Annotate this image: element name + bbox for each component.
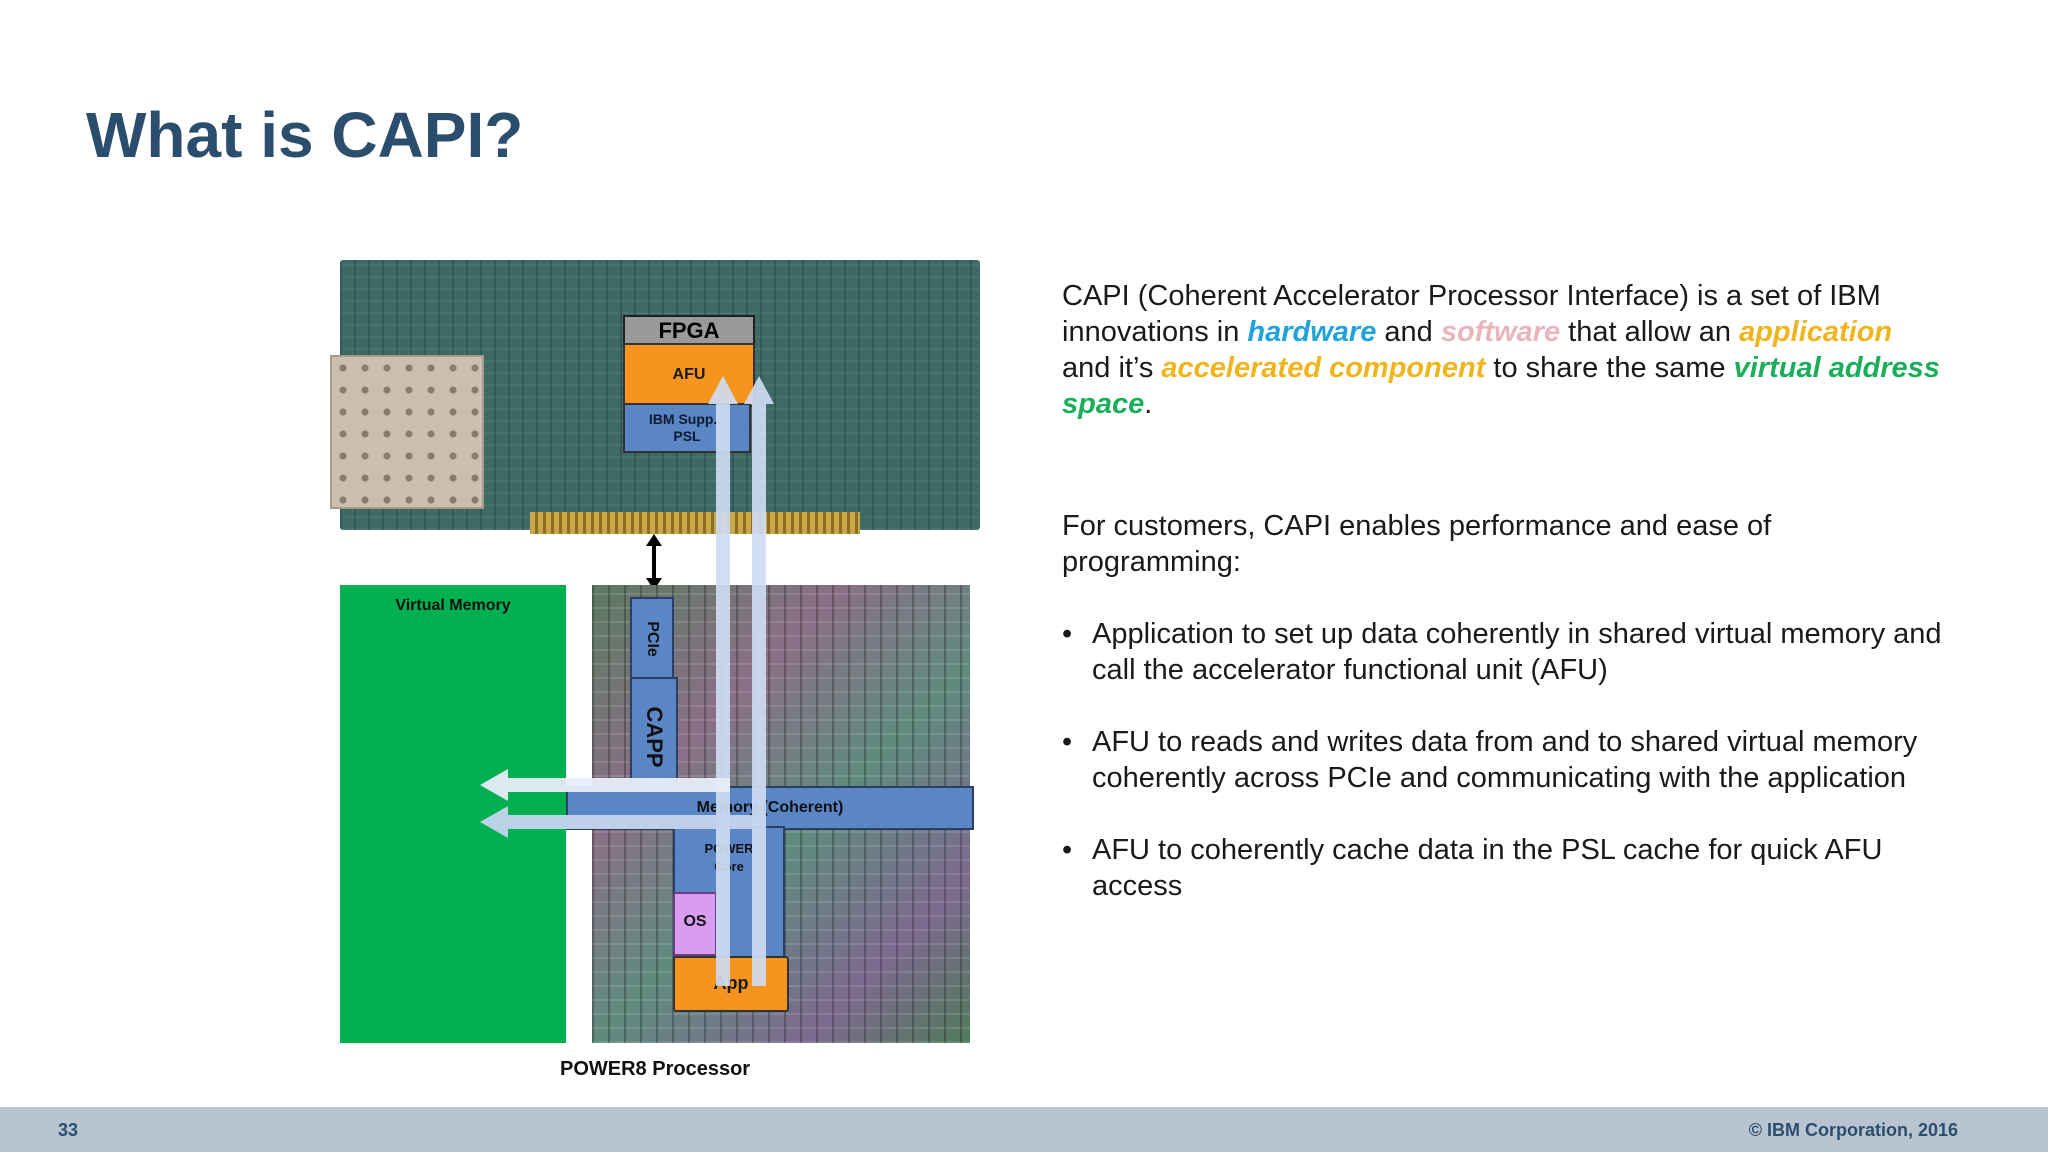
capp-block: CAPP — [630, 677, 678, 796]
software-highlight: software — [1440, 316, 1561, 348]
list-item: AFU to reads and writes data from and to… — [1062, 724, 1942, 796]
slide-title: What is CAPI? — [86, 99, 524, 171]
virtual-memory-block: Virtual Memory — [340, 585, 566, 1043]
application-highlight: application — [1739, 316, 1893, 348]
text-run: that allow an — [1560, 316, 1740, 348]
bidirectional-bus-icon — [646, 534, 662, 590]
text-run: to share the same — [1485, 352, 1734, 384]
pcie-block: PCIe — [630, 597, 674, 681]
sfp-cage — [330, 355, 484, 509]
capi-diagram: FPGA AFU IBM Supp... PSL Virtual Memory … — [330, 250, 1010, 1090]
capi-definition: CAPI (Coherent Accelerator Processor Int… — [1062, 278, 1942, 422]
list-item: AFU to coherently cache data in the PSL … — [1062, 832, 1942, 904]
app-block: App — [673, 956, 789, 1012]
psl-label-line1: IBM Supp... — [648, 411, 726, 427]
pcie-edge-connector — [530, 512, 860, 534]
accelerated-component-highlight: accelerated component — [1161, 352, 1486, 384]
fpga-label: FPGA — [623, 315, 755, 347]
processor-label: POWER8 Processor — [560, 1058, 751, 1080]
core-label-line1: POWER — [704, 841, 754, 856]
page-number: 33 — [58, 1120, 79, 1140]
psl-label-line2: PSL — [673, 428, 701, 444]
customers-paragraph: For customers, CAPI enables performance … — [1062, 510, 1772, 578]
benefits-list: Application to set up data coherently in… — [1062, 616, 1942, 904]
memory-coherent-bar: Memory (Coherent) — [566, 786, 974, 830]
virtual-address-space-highlight: virtual address space — [1062, 352, 1940, 420]
slide-body: CAPI (Coherent Accelerator Processor Int… — [1062, 278, 1942, 940]
list-item: Application to set up data coherently in… — [1062, 616, 1942, 688]
copyright: © IBM Corporation, 2016 — [1748, 1120, 1958, 1140]
pcie-label: PCIe — [644, 621, 661, 657]
virtual-memory-label: Virtual Memory — [395, 597, 511, 614]
capp-label: CAPP — [642, 705, 667, 768]
hardware-highlight: hardware — [1247, 316, 1377, 348]
text-run: and it’s — [1062, 352, 1162, 384]
psl-block: IBM Supp... PSL — [623, 403, 751, 453]
os-block: OS — [673, 892, 717, 956]
core-label-line2: Core — [714, 859, 744, 874]
afu-block: AFU — [623, 343, 755, 407]
text-run: and — [1376, 316, 1441, 348]
slide-footer: 33 © IBM Corporation, 2016 — [0, 1107, 2048, 1152]
text-run: . — [1144, 388, 1153, 420]
text-run: CAPI (Coherent Accelerator Processor Int… — [1062, 280, 1881, 348]
